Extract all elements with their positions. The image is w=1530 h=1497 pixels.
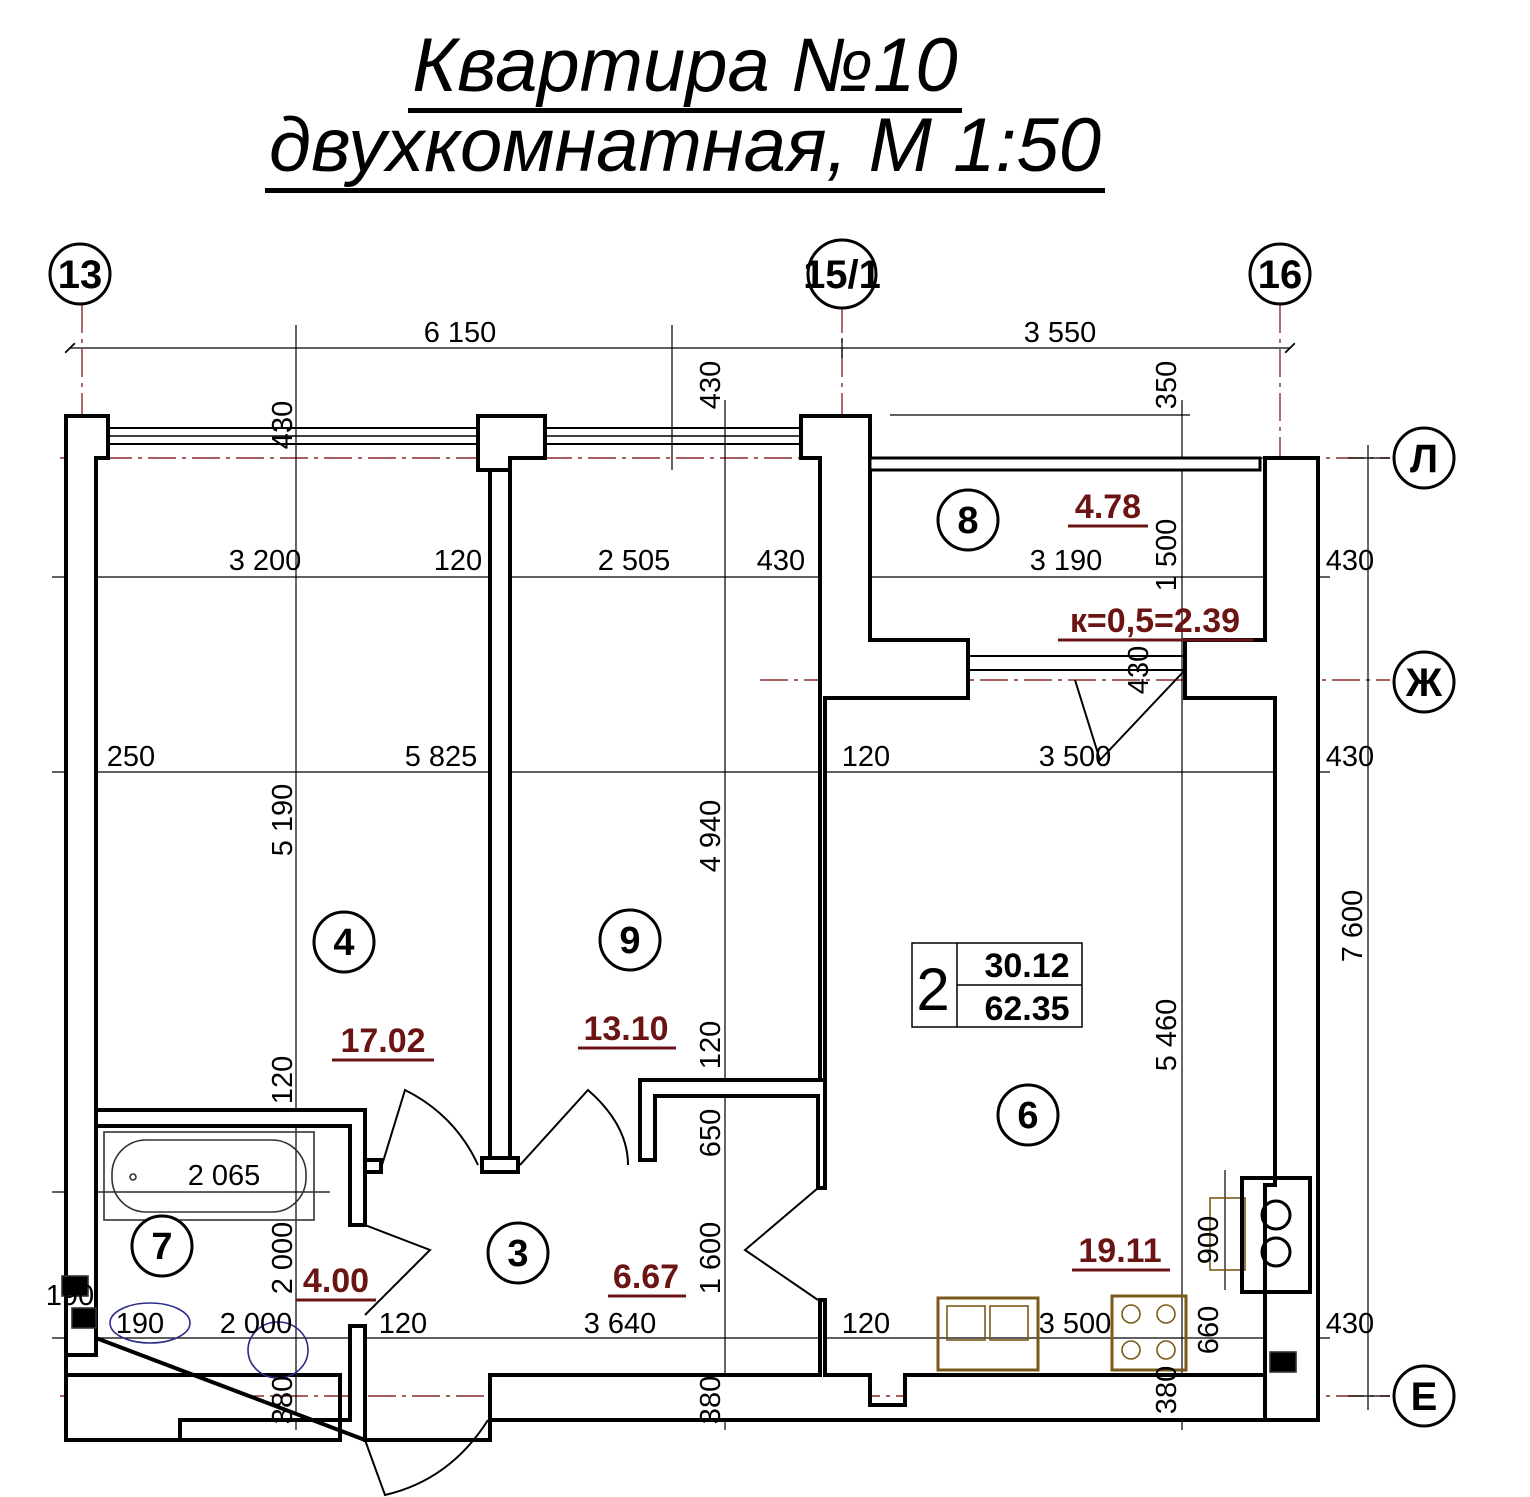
room-9-number: 9 <box>619 920 640 962</box>
dim-top-left: 6 150 <box>424 317 497 349</box>
dim-r1-3190: 3 190 <box>1030 545 1103 577</box>
doors <box>364 669 1186 1497</box>
dim-v-2000: 2 000 <box>267 1222 299 1295</box>
dim-v-4940: 4 940 <box>695 800 727 873</box>
title-line-1: Квартира №10 <box>0 23 1450 113</box>
dim-v-430-b: 430 <box>695 361 727 409</box>
axis-label-16: 16 <box>1258 253 1303 297</box>
dim-v-430-a: 430 <box>267 401 299 449</box>
summary-living-area: 30.12 <box>984 947 1069 985</box>
room-6-area: 19.11 <box>1078 1232 1161 1270</box>
dim-v-5190: 5 190 <box>267 784 299 857</box>
room-8-coef: к=0,5=2.39 <box>1070 602 1240 640</box>
dim-r2-250: 250 <box>107 741 155 773</box>
room-4-area: 17.02 <box>340 1022 425 1060</box>
dim-r1-3200: 3 200 <box>229 545 302 577</box>
bathtub-icon <box>103 1131 315 1221</box>
dim-top-right: 3 550 <box>1024 317 1097 349</box>
dimension-lines <box>52 325 1390 1430</box>
dim-r1-120: 120 <box>434 545 482 577</box>
room-3-area: 6.67 <box>613 1258 679 1296</box>
dim-190-b: 190 <box>116 1308 164 1340</box>
axis-label-15-1: 15/1 <box>803 253 881 297</box>
dim-r1-430: 430 <box>757 545 805 577</box>
summary-rooms-count: 2 <box>916 956 949 1023</box>
boiler-icon <box>1240 1176 1312 1294</box>
dim-v-350: 350 <box>1151 361 1183 409</box>
stove-icon <box>1110 1294 1188 1372</box>
dim-v-430-window: 430 <box>1123 646 1155 694</box>
axis-label-13: 13 <box>58 253 103 297</box>
dim-r3-120: 120 <box>379 1308 427 1340</box>
dim-r3-430-right: 430 <box>1326 1308 1374 1340</box>
fixtures <box>61 1131 1312 1379</box>
dim-r3-3640: 3 640 <box>584 1308 657 1340</box>
dim-v-900: 900 <box>1193 1216 1225 1264</box>
summary-total-area: 62.35 <box>984 990 1069 1028</box>
dim-r2-120: 120 <box>842 741 890 773</box>
dim-r2-3500: 3 500 <box>1039 741 1112 773</box>
axis-label-e: Е <box>1411 1375 1438 1419</box>
summary-box: 2 30.12 62.35 <box>911 942 1083 1028</box>
room-9-area: 13.10 <box>583 1010 668 1048</box>
dim-r3-3500: 3 500 <box>1039 1308 1112 1340</box>
room-7-area: 4.00 <box>303 1262 369 1300</box>
dim-v-1600: 1 600 <box>695 1222 727 1295</box>
dimension-texts: 6 150 3 550 3 200 120 2 505 430 3 190 43… <box>46 317 1374 1340</box>
dim-v-120-a: 120 <box>267 1056 299 1104</box>
dim-v-380-b: 380 <box>695 1376 727 1424</box>
kitchen-sink-icon <box>936 1296 1040 1372</box>
title-text-2: двухкомнатная, М 1:50 <box>264 103 1106 193</box>
title-text-1: Квартира №10 <box>408 23 962 113</box>
dim-190-a: 190 <box>46 1280 94 1312</box>
room-8-area: 4.78 <box>1075 488 1141 526</box>
room-7-number: 7 <box>151 1226 172 1268</box>
dim-v-120-b: 120 <box>695 1021 727 1069</box>
room-numbers: 4 9 8 6 3 7 <box>130 488 1060 1285</box>
dim-r2-430-right: 430 <box>1326 741 1374 773</box>
room-4-number: 4 <box>333 922 354 964</box>
axis-label-zh: Ж <box>1405 661 1443 705</box>
dim-v-380-c: 380 <box>1151 1366 1183 1414</box>
dim-v-1500: 1 500 <box>1151 519 1183 592</box>
dim-v-650: 650 <box>695 1109 727 1157</box>
dimension-texts-vertical: 430 430 350 1 500 430 5 190 4 940 5 460 … <box>267 361 1369 1424</box>
dim-v-380-a: 380 <box>267 1376 299 1424</box>
room-3-number: 3 <box>507 1233 528 1275</box>
dim-v-5460: 5 460 <box>1151 999 1183 1072</box>
axis-bubbles: 13 15/1 16 Л Ж Е <box>48 238 1456 1428</box>
dim-r3-2000: 2 000 <box>220 1308 293 1340</box>
dim-r1-430-right: 430 <box>1326 545 1374 577</box>
room-8-number: 8 <box>957 500 978 542</box>
title-line-2: двухкомнатная, М 1:50 <box>0 103 1450 193</box>
room-6-number: 6 <box>1017 1095 1038 1137</box>
toilet-icon <box>109 1302 191 1344</box>
room-areas: 17.02 13.10 4.78 к=0,5=2.39 19.11 6.67 4… <box>296 488 1254 1302</box>
dim-r2-5825: 5 825 <box>405 741 478 773</box>
axis-label-l: Л <box>1410 437 1438 481</box>
dim-r1-2505: 2 505 <box>598 545 671 577</box>
dim-v-7600: 7 600 <box>1337 890 1369 963</box>
dim-r3-120-b: 120 <box>842 1308 890 1340</box>
dim-v-660: 660 <box>1193 1306 1225 1354</box>
sink-icon <box>247 1321 309 1379</box>
dim-bath-2065: 2 065 <box>188 1160 261 1192</box>
